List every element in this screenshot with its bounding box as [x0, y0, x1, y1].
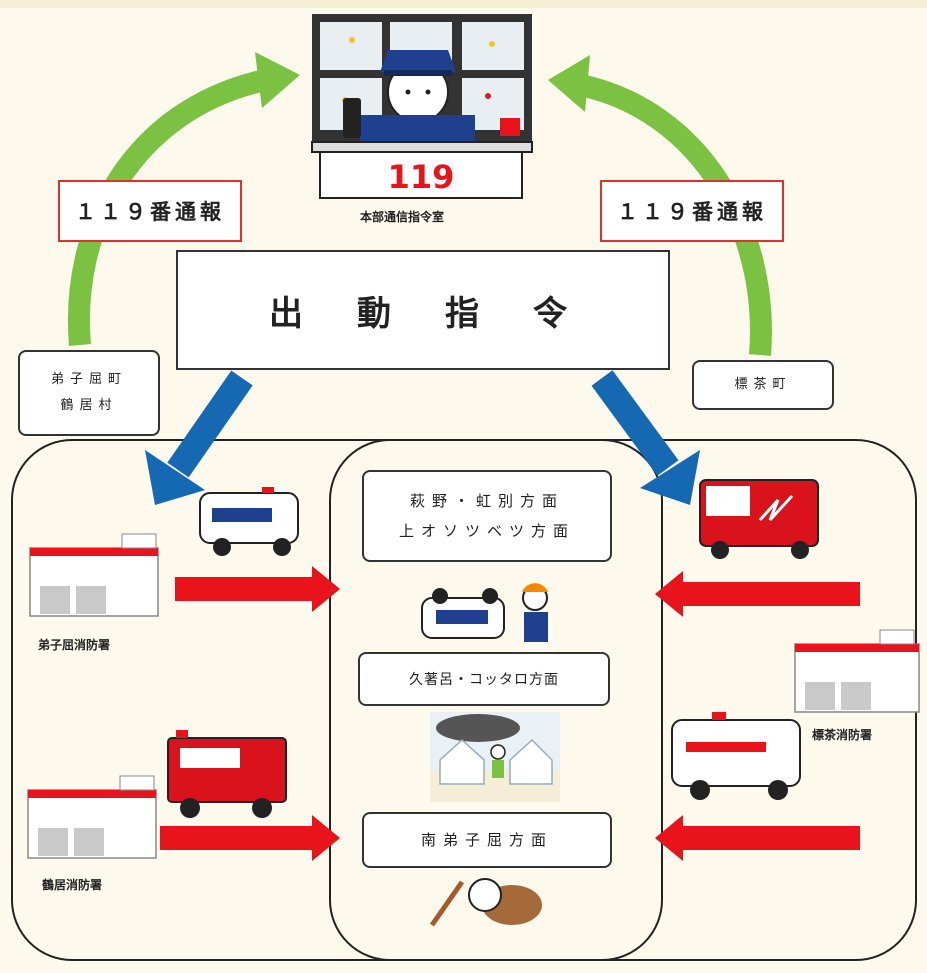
green-arrowhead-left — [255, 52, 300, 108]
dispatcher-illustration — [343, 50, 520, 143]
blue-arrow-left — [167, 370, 253, 478]
area-1-line1: 萩野・虹別方面 — [409, 492, 564, 510]
fire-engine-illustration-2 — [167, 730, 287, 818]
top-band — [0, 0, 927, 8]
fire-station-illustration-teshikaga — [29, 533, 159, 617]
region-right: 標茶町 — [692, 360, 834, 410]
region-left: 弟子屈町 鶴居村 — [18, 350, 160, 436]
area-box-2: 久著呂・コッタロ方面 — [358, 652, 610, 706]
fire-engine-illustration-1 — [699, 479, 819, 559]
hq-counter-number: 119 — [388, 158, 455, 196]
region-left-line2: 鶴居村 — [60, 398, 118, 413]
fire-scene-illustration — [430, 712, 560, 802]
left-area-frame — [11, 439, 663, 961]
area-box-3: 南弟子屈方面 — [362, 812, 612, 868]
hq-desk-top — [311, 141, 533, 153]
red-arrow-left-2-shaft — [160, 826, 315, 850]
blue-arrowhead-right — [640, 450, 700, 505]
call-119-left: １１９番通報 — [58, 180, 242, 242]
station-label-teshikaga: 弟子屈消防署 — [38, 638, 111, 652]
hq-counter — [319, 151, 523, 199]
ambulance-illustration-1 — [199, 487, 299, 556]
overturned-car-illustration — [421, 583, 548, 642]
area-1-line2: 上オソツベツ方面 — [398, 522, 575, 540]
red-arrow-left-2-head — [312, 815, 340, 861]
red-arrow-right-2-head — [655, 815, 683, 861]
red-arrow-left-1-head — [312, 566, 340, 612]
red-arrow-left-1-shaft — [175, 577, 315, 601]
station-label-tsurui: 鶴居消防署 — [42, 878, 103, 892]
blue-arrow-right — [591, 370, 679, 476]
red-arrow-right-1-head — [655, 571, 683, 617]
blue-arrowhead-left — [145, 450, 205, 505]
fire-station-illustration-shibecha — [794, 629, 920, 713]
hq-label: 本部通信指令室 — [360, 210, 445, 224]
fire-station-illustration-tsurui — [27, 775, 157, 859]
dispatch-command: 出 動 指 令 — [176, 250, 670, 370]
red-arrow-right-1-shaft — [680, 582, 860, 606]
green-arrowhead-right — [548, 55, 590, 112]
station-label-shibecha: 標茶消防署 — [812, 728, 873, 742]
red-arrow-right-2-shaft — [680, 826, 860, 850]
area-box-1: 萩野・虹別方面 上オソツベツ方面 — [362, 470, 612, 562]
elderly-person-illustration — [429, 878, 542, 927]
call-119-right: １１９番通報 — [600, 180, 784, 242]
region-left-line1: 弟子屈町 — [50, 372, 127, 387]
ambulance-illustration-2 — [671, 712, 801, 800]
